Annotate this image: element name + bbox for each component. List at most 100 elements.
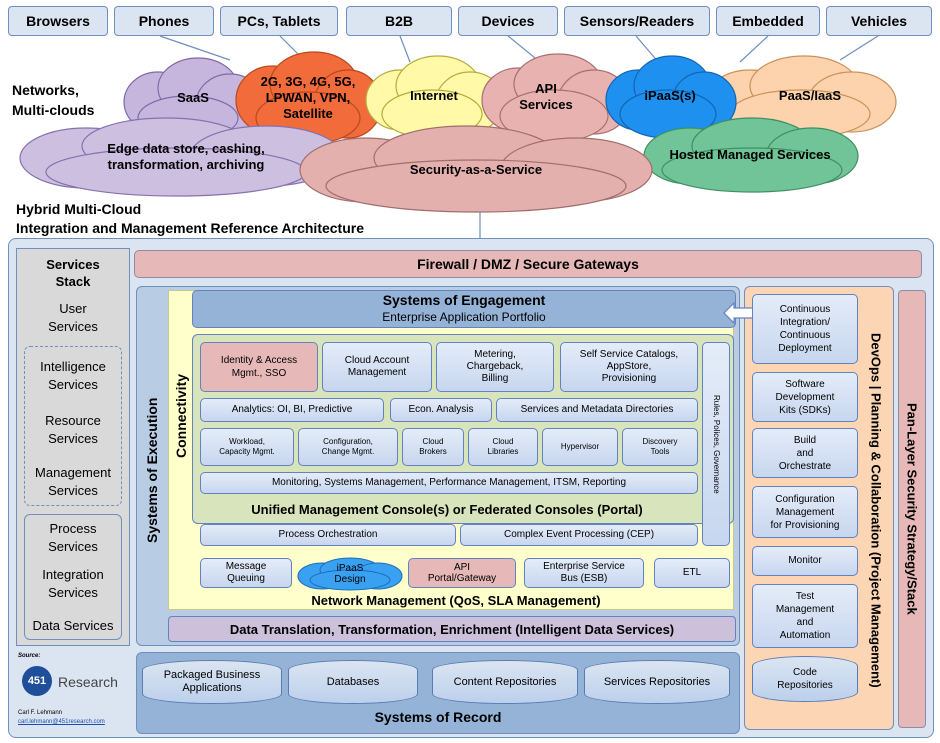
libraries-line1: Cloud [492,437,514,447]
cloud-ipaas: iPaaS(s) [602,50,738,142]
module-self-service: Self Service Catalogs, AppStore, Provisi… [560,342,698,392]
cloud-account-line1: Cloud Account [344,355,410,366]
source-author: Carl F. Lehmann [18,710,63,716]
user-services-line1: User [59,301,87,316]
packaged-line1: Packaged Business [163,669,261,681]
metering-line1: Metering, [474,349,516,360]
cloud-hosted: Hosted Managed Services [640,112,860,198]
module-hypervisor: Hypervisor [542,428,618,466]
sdk-line1: Software [785,378,825,390]
process-services-line2: Services [48,539,98,554]
cloud-edge: Edge data store, cashing, transformation… [16,112,346,202]
device-vehicles: Vehicles [826,6,932,36]
ipaas-design-label: iPaaS Design [294,556,406,592]
devops-ci-cd: Continuous Integration/ Continuous Deplo… [752,294,858,364]
ci-line3: Continuous [779,330,831,341]
test-line3: and [796,617,814,628]
arch-title-line1: Hybrid Multi-Cloud [16,201,142,217]
services-stack-title-line1: Services [46,257,100,272]
cloud-cellular-line3: Satellite [283,106,333,122]
cloud-edge-line1: Edge data store, cashing, [107,140,265,156]
cloud-api-line2: Services [519,97,573,112]
user-services-line2: Services [48,319,98,334]
systems-of-execution-label: Systems of Execution [144,397,160,543]
build-line2: and [796,447,814,459]
management-services-line2: Services [48,483,98,498]
services-stack-title-line2: Stack [55,274,91,289]
cloud-hosted-label: Hosted Managed Services [669,146,831,162]
logo-451: 451 [22,666,52,696]
services-stack-title: Services Stack [16,256,130,290]
devops-label: DevOps | Planning & Collaboration (Proje… [868,332,884,688]
metering-line2: Chargeback, [466,361,524,372]
ci-line1: Continuous [779,304,831,315]
workload-line1: Workload, [229,437,265,447]
resource-services-line1: Resource [45,413,101,428]
logo-research: Research [58,674,118,690]
cloud-edge-label: Edge data store, cashing, transformation… [56,112,316,202]
module-rules: Rules, Polices, Governance [702,342,730,546]
sdk-line3: Kits (SDKs) [779,404,831,416]
source-email[interactable]: carl.lehmann@451research.com [18,719,105,725]
complex-event-processing: Complex Event Processing (CEP) [460,524,698,546]
device-embedded: Embedded [716,6,820,36]
brokers-line1: Cloud [422,437,444,447]
cloud-api-services: API Services [476,48,632,146]
mq-line2: Queuing [227,573,265,584]
management-services: Management Services [24,464,122,500]
cloud-account-line2: Management [347,367,407,378]
integration-services: Integration Services [24,566,122,602]
management-services-line1: Management [35,465,111,480]
libraries-line2: Libraries [487,447,519,456]
record-databases: Databases [288,660,418,704]
module-cloud-account: Cloud Account Management [322,342,432,392]
cloud-security: Security-as-a-Service [296,122,656,218]
config-line1: Configuration [775,493,835,505]
self-service-line1: Self Service Catalogs, [579,349,679,360]
record-content-repositories: Content Repositories [432,660,578,704]
discovery-line2: Tools [650,447,670,456]
firewall-bar: Firewall / DMZ / Secure Gateways [134,250,922,278]
test-line2: Management [775,604,835,615]
device-sensors-readers: Sensors/Readers [564,6,710,36]
build-line1: Build [793,434,817,446]
arch-title: Hybrid Multi-Cloud Integration and Manag… [16,200,476,238]
device-phones: Phones [114,6,214,36]
ipaas-design-line2: Design [334,574,366,585]
intelligence-services-line2: Services [48,377,98,392]
process-services: Process Services [24,520,122,556]
process-orchestration: Process Orchestration [200,524,456,546]
networks-label-line2: Multi-clouds [12,102,95,118]
device-b2b: B2B [346,6,452,36]
module-workload: Workload, Capacity Mgmt. [200,428,294,466]
cloud-saas-label: SaaS [177,89,209,105]
record-packaged-apps: Packaged Business Applications [142,660,282,704]
ci-line4: Deployment [778,343,832,354]
module-monitoring: Monitoring, Systems Management, Performa… [200,472,698,494]
intelligence-group [24,346,122,506]
unified-console-label: Unified Management Console(s) or Federat… [251,501,643,517]
process-group [24,514,122,640]
api-portal-gateway: API Portal/Gateway [408,558,516,588]
devops-monitor: Monitor [752,546,858,576]
configuration-line2: Change Mgmt. [321,447,375,456]
packaged-line2: Applications [182,682,242,694]
cloud-api-line1: API [535,80,557,96]
api-portal-line2: Portal/Gateway [427,573,497,584]
resource-services-line2: Services [48,431,98,446]
sdk-line2: Development [775,391,835,403]
esb-line2: Bus (ESB) [560,573,608,584]
cloud-hosted-shape [643,117,859,193]
ipaas-design-shape [297,557,403,591]
identity-line2: Mgmt., SSO [231,368,287,379]
config-line2: Management [775,506,835,518]
services-stack [16,248,130,646]
mq-line1: Message [225,561,267,572]
module-econ-analysis: Econ. Analysis [390,398,492,422]
enterprise-service-bus: Enterprise Service Bus (ESB) [524,558,644,588]
code-line1: Code [793,667,817,678]
user-services: User Services [16,300,130,336]
cloud-security-label: Security-as-a-Service [409,161,543,177]
cloud-security-shape [299,125,653,213]
